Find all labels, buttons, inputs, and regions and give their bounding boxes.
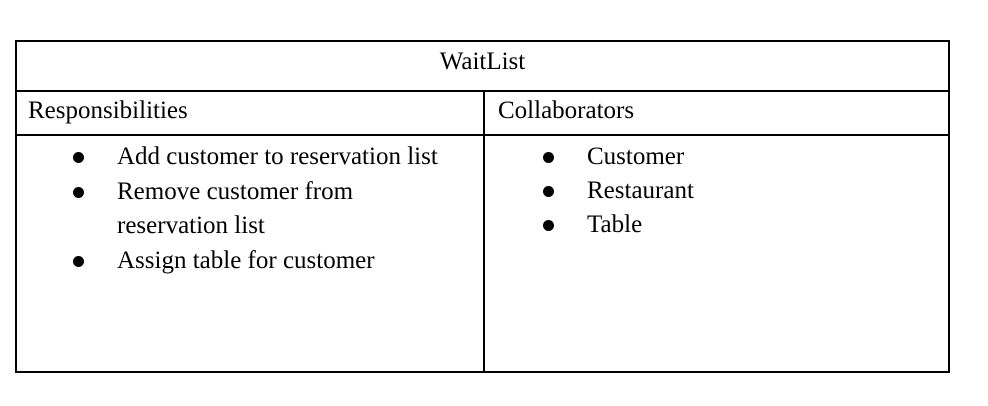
bullet-icon (543, 186, 554, 197)
collaborator-item: Restaurant (543, 174, 923, 208)
responsibility-item: Assign table for customer (73, 244, 463, 278)
collaborator-item: Customer (543, 140, 923, 174)
responsibility-item: Add customer to reservation list (73, 140, 463, 174)
responsibility-text: Add customer to reservation list (117, 143, 438, 170)
responsibilities-list: Add customer to reservation list Remove … (73, 136, 463, 278)
collaborator-text: Table (587, 211, 643, 238)
collaborators-list: Customer Restaurant Table (543, 136, 923, 242)
responsibilities-header: Responsibilities (28, 97, 188, 124)
class-name-title: WaitList (17, 42, 948, 92)
bullet-icon (543, 152, 554, 163)
responsibility-text: Remove customer from reservation list (117, 178, 354, 239)
crc-card: WaitList Responsibilities Collaborators … (15, 40, 950, 373)
column-header-row: Responsibilities Collaborators (17, 92, 948, 136)
collaborator-item: Table (543, 208, 923, 242)
collaborators-header: Collaborators (498, 97, 635, 124)
collaborator-text: Customer (587, 143, 685, 170)
responsibility-item: Remove customer from reservation list (73, 175, 463, 243)
collaborator-text: Restaurant (587, 177, 694, 204)
bullet-icon (73, 152, 84, 163)
bullet-icon (73, 187, 84, 198)
responsibility-text: Assign table for customer (117, 247, 375, 274)
bullet-icon (543, 220, 554, 231)
column-divider (483, 92, 485, 371)
bullet-icon (73, 256, 84, 267)
